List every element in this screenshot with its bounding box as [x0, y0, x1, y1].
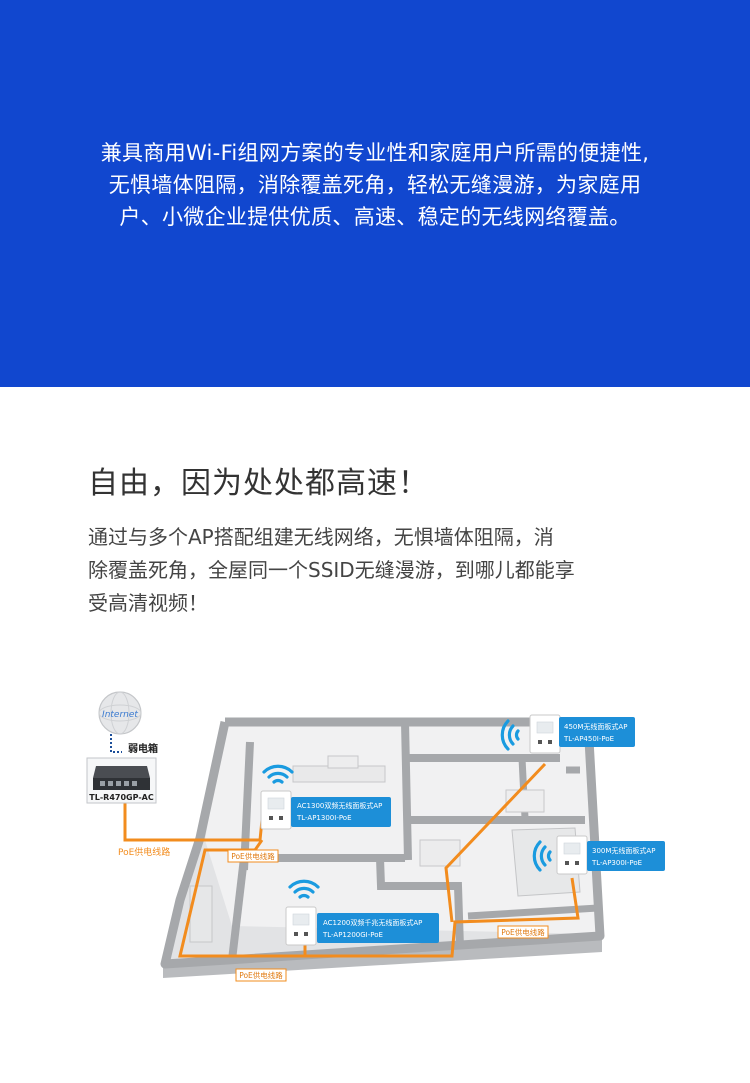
section-title: 自由，因为处处都高速！	[88, 466, 429, 501]
svg-text:TL-AP450I-PoE: TL-AP450I-PoE	[563, 735, 614, 743]
poe-tag: PoE供电线路	[497, 925, 549, 939]
ap-450: 450M无线面板式AP TL-AP450I-PoE	[500, 714, 635, 754]
ap-1200: AC1200双频千兆无线面板式AP TL-AP1200GI-PoE	[285, 879, 439, 946]
svg-text:AC1300双频无线面板式AP: AC1300双频无线面板式AP	[297, 801, 382, 810]
hero-line: 无惧墙体阻隔，消除覆盖死角，轻松无缝漫游，为家庭用	[108, 173, 642, 197]
internet-globe: Internet	[98, 691, 142, 735]
switch-device: TL-R470GP-AC	[86, 757, 157, 804]
hero-banner: 兼具商用Wi-Fi组网方案的专业性和家庭用户所需的便捷性, 无惧墙体阻隔，消除覆…	[0, 0, 750, 387]
ap-300: 300M无线面板式AP TL-AP300I-PoE	[532, 835, 665, 875]
svg-text:TL-AP1300I-PoE: TL-AP1300I-PoE	[296, 814, 352, 822]
ap-panel-icon	[260, 790, 292, 830]
hero-line: 户、小微企业提供优质、高速、稳定的无线网络覆盖。	[119, 205, 631, 229]
ap-panel-icon	[556, 835, 588, 875]
poe-tag: PoE供电线路	[227, 849, 279, 863]
switch-label: TL-R470GP-AC	[89, 793, 154, 802]
svg-text:TL-AP300I-PoE: TL-AP300I-PoE	[591, 859, 642, 867]
poe-tag: PoE供电线路	[235, 968, 287, 982]
ap-panel-icon	[285, 906, 317, 946]
svg-text:300M无线面板式AP: 300M无线面板式AP	[592, 846, 655, 855]
floor-plan	[160, 717, 605, 978]
poe-main-label: PoE供电线路	[118, 846, 170, 858]
ap-panel-icon	[529, 714, 561, 754]
hero-text: 兼具商用Wi-Fi组网方案的专业性和家庭用户所需的便捷性, 无惧墙体阻隔，消除覆…	[0, 137, 750, 233]
box-label: 弱电箱	[128, 742, 158, 755]
desc-line: 受高清视频！	[88, 591, 208, 615]
desc-line: 通过与多个AP搭配组建无线网络，无惧墙体阻隔，消	[88, 525, 554, 549]
internet-label: Internet	[102, 710, 138, 720]
svg-text:AC1200双频千兆无线面板式AP: AC1200双频千兆无线面板式AP	[323, 918, 422, 927]
desc-line: 除覆盖死角，全屋同一个SSID无缝漫游，到哪儿都能享	[88, 558, 575, 582]
section-description: 通过与多个AP搭配组建无线网络，无惧墙体阻隔，消 除覆盖死角，全屋同一个SSID…	[88, 521, 575, 620]
svg-text:PoE供电线路: PoE供电线路	[231, 851, 275, 861]
svg-text:TL-AP1200GI-PoE: TL-AP1200GI-PoE	[322, 931, 383, 939]
svg-text:PoE供电线路: PoE供电线路	[239, 970, 283, 980]
network-diagram: Internet 弱电箱 TL-R470GP-AC PoE供电线路 PoE供电线…	[86, 691, 665, 982]
svg-text:PoE供电线路: PoE供电线路	[501, 927, 545, 937]
svg-text:450M无线面板式AP: 450M无线面板式AP	[564, 722, 627, 731]
ap-1300: AC1300双频无线面板式AP TL-AP1300I-PoE	[260, 764, 391, 830]
hero-line: 兼具商用Wi-Fi组网方案的专业性和家庭用户所需的便捷性,	[100, 141, 650, 165]
